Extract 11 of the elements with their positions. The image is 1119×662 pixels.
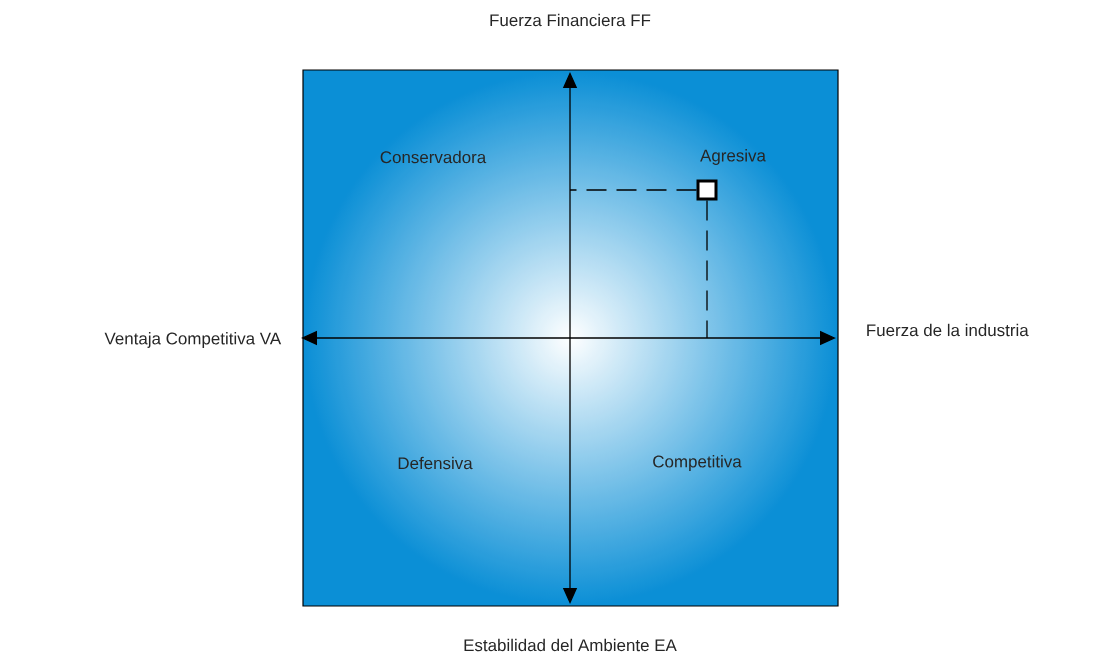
axis-label: Fuerza de la industria [867,323,1029,337]
quadrant-label: Competitiva [653,455,742,471]
axis-label: Fuerza Financiera FF [490,13,651,27]
quadrant-label: Defensiva [398,456,473,470]
axis-label: Estabilidad del Ambiente EA [464,638,677,652]
position-marker [696,179,718,201]
dashed-guide-line [706,199,708,339]
dashed-guide-line [569,189,698,191]
axis-label: Ventaja Competitiva VA [104,332,282,348]
quadrant-label: Agresiva [700,149,766,165]
quadrant-label: Conservadora [380,150,487,164]
